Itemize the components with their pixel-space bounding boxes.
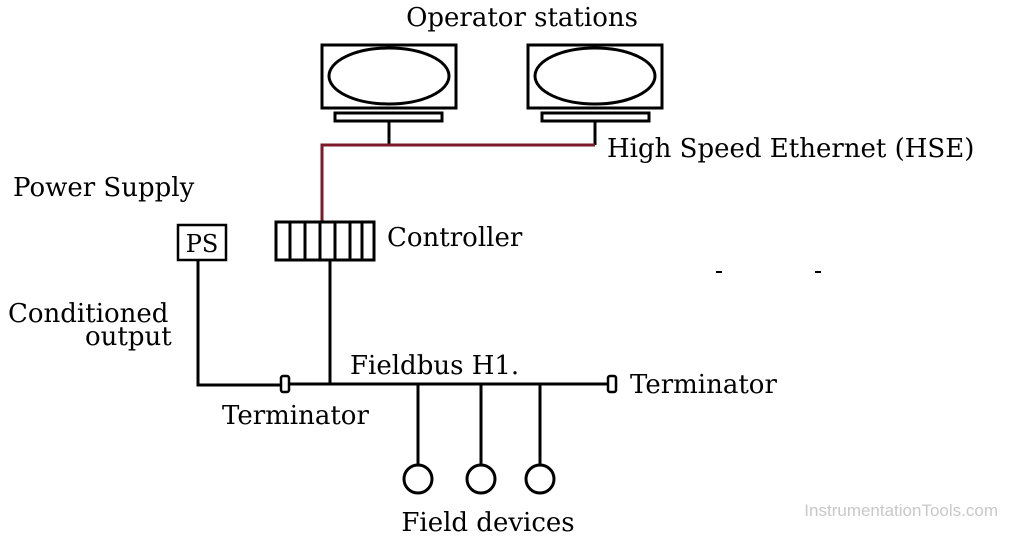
fieldbus-h1-label: Fieldbus H1. <box>350 351 519 381</box>
monitor-base-2 <box>540 111 651 123</box>
power-supply-label: Power Supply <box>13 173 195 203</box>
terminator-right-symbol <box>606 374 618 394</box>
monitor-screen-1 <box>327 46 451 106</box>
field-device-1 <box>402 463 434 495</box>
terminator-left-symbol <box>279 374 291 394</box>
controller-label: Controller <box>387 223 523 253</box>
field-device-3 <box>524 463 556 495</box>
controller-rack <box>274 220 376 262</box>
controller-frame <box>274 220 376 262</box>
hse-label: High Speed Ethernet (HSE) <box>607 134 974 164</box>
hse-network-line <box>320 143 595 222</box>
power-supply-output-line <box>196 260 285 387</box>
conditioned-output-label-line2: output <box>85 322 172 352</box>
monitor-frame-2 <box>526 43 664 110</box>
operator-station-1 <box>320 43 458 145</box>
field-devices-label: Field devices <box>401 508 574 538</box>
operator-stations-label: Operator stations <box>406 3 638 33</box>
monitor-base-1 <box>333 111 444 123</box>
ps-box-label: PS <box>186 230 219 258</box>
monitor-screen-2 <box>533 46 657 106</box>
terminator-left-label: Terminator <box>222 401 369 431</box>
power-supply-box <box>176 223 228 262</box>
conditioned-output-label-line1: Conditioned <box>8 299 168 329</box>
monitor-frame-1 <box>320 43 458 110</box>
watermark-text: InstrumentationTools.com <box>804 501 998 520</box>
field-device-2 <box>465 463 497 495</box>
terminator-right-label: Terminator <box>630 370 777 400</box>
operator-station-2 <box>526 43 664 145</box>
